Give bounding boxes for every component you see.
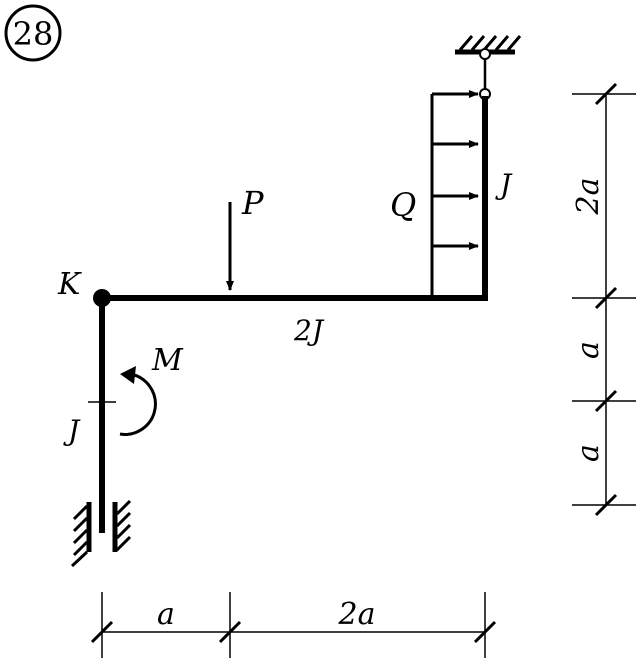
node-k-joint <box>93 289 111 307</box>
top-support <box>455 35 522 100</box>
problem-number: 28 <box>13 15 54 53</box>
vertical-dimensions <box>572 82 636 517</box>
stiffness-left-label: J <box>63 414 81 447</box>
dim-horizontal-a: a <box>157 597 175 632</box>
node-k-label: K <box>57 267 82 302</box>
problem-number-badge: 28 <box>4 4 62 62</box>
load-q-label: Q <box>390 186 416 224</box>
stiffness-right-label: J <box>495 168 513 201</box>
top-hinge-upper <box>479 48 491 60</box>
dim-vertical-a-upper: a <box>571 341 606 359</box>
frame-members <box>99 96 488 533</box>
dim-vertical-2a: 2a <box>571 178 606 216</box>
moment-m-label: M <box>151 343 184 378</box>
moment-m-arrow <box>119 366 157 436</box>
horizontal-dimensions <box>90 592 497 658</box>
dim-vertical-a-lower: a <box>571 444 606 462</box>
stiffness-beam-label: 2J <box>293 314 325 347</box>
bottom-sliding-support <box>70 499 132 568</box>
force-p-label: P <box>241 184 264 222</box>
dim-horizontal-2a: 2a <box>338 597 376 632</box>
distributed-load-q <box>430 90 479 298</box>
